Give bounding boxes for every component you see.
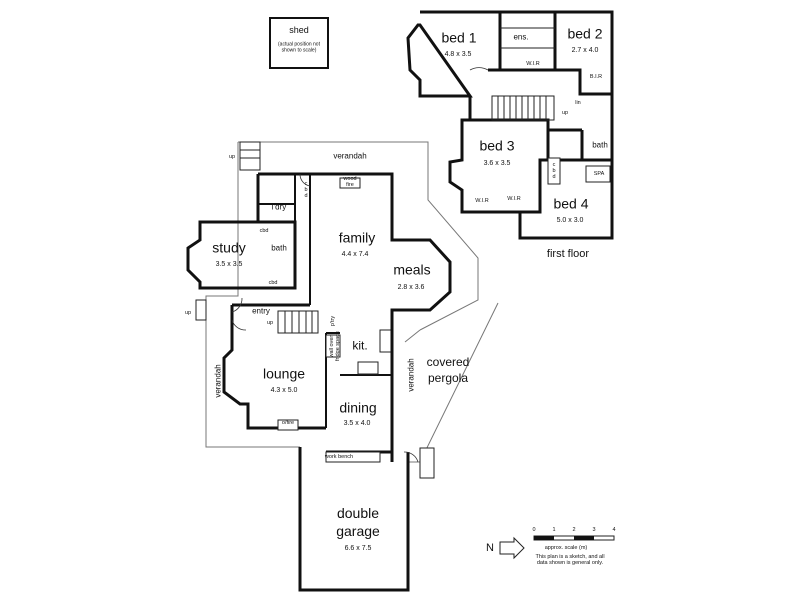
scale-bar bbox=[533, 535, 615, 541]
pantry-label: p'try bbox=[329, 315, 336, 327]
scale-caption: approx. scale (m) bbox=[544, 544, 588, 551]
dining-label: dining bbox=[339, 399, 377, 416]
bed3-size: 3.6 x 3.5 bbox=[483, 160, 511, 168]
scale-disclaimer: This plan is a sketch, and all data show… bbox=[535, 553, 605, 566]
bed1-label: bed 1 bbox=[441, 29, 477, 46]
shed-note: (actual position not shown to scale) bbox=[278, 41, 320, 53]
family-size: 4.4 x 7.4 bbox=[341, 251, 369, 259]
bed4-label: bed 4 bbox=[553, 195, 589, 212]
first-floor-label: first floor bbox=[546, 247, 590, 260]
lower-bath-label: bath bbox=[271, 243, 287, 253]
bir-label: B.I.R bbox=[589, 73, 603, 80]
ensuite-label: ens. bbox=[513, 32, 529, 42]
scale-tick-1: 1 bbox=[552, 526, 556, 533]
work-bench-label: work bench bbox=[324, 453, 354, 460]
pergola-label: covered pergola bbox=[426, 354, 470, 385]
bed3-label: bed 3 bbox=[479, 137, 515, 154]
first-floor-walls bbox=[406, 10, 614, 240]
meals-label: meals bbox=[393, 261, 431, 278]
shed-outline bbox=[269, 17, 329, 69]
ground-floor-walls bbox=[186, 172, 452, 592]
bed4-size: 5.0 x 3.0 bbox=[556, 217, 584, 225]
north-arrow-icon bbox=[499, 536, 525, 560]
cbd-lower-label: c b d bbox=[304, 180, 308, 200]
up-label-1: up bbox=[228, 153, 236, 160]
verandah-top-label: verandah bbox=[333, 151, 367, 161]
scale-tick-2: 2 bbox=[572, 526, 576, 533]
scale-tick-3: 3 bbox=[592, 526, 596, 533]
verandah-right-label: verandah bbox=[406, 358, 416, 392]
shed-label: shed bbox=[289, 25, 309, 36]
garage-size: 6.6 x 7.5 bbox=[344, 545, 372, 553]
lounge-label: lounge bbox=[262, 365, 306, 382]
wir1-label: W.I.R bbox=[526, 60, 540, 67]
study-size: 3.5 x 3.5 bbox=[215, 261, 243, 269]
kitchen-label: kit. bbox=[352, 338, 368, 353]
wir3-label: W.I.R bbox=[475, 197, 489, 204]
garage-label: double garage bbox=[336, 504, 380, 539]
spa-label: SPA bbox=[593, 170, 605, 177]
cbd-bath-label: cbd bbox=[259, 227, 269, 234]
cbd-upper-label: c b d bbox=[552, 161, 556, 181]
bed2-size: 2.7 x 4.0 bbox=[571, 47, 599, 55]
dining-size: 3.5 x 4.0 bbox=[343, 420, 371, 428]
fridge-space-label: fridge space bbox=[334, 331, 341, 361]
up-label-4: up bbox=[561, 109, 569, 116]
entry-label: entry bbox=[252, 306, 270, 316]
cbd-study-label: cbd bbox=[268, 279, 278, 286]
family-label: family bbox=[338, 229, 376, 246]
verandah-left-label: verandah bbox=[213, 364, 223, 398]
wood-fire-label: wood fire bbox=[343, 175, 357, 188]
steps bbox=[195, 141, 319, 334]
open-fire-label: o/fire bbox=[281, 419, 295, 426]
meals-size: 2.8 x 3.6 bbox=[397, 284, 425, 292]
wir4-label: W.I.R bbox=[507, 195, 521, 202]
laundry-label: l'dry bbox=[271, 202, 287, 212]
upper-bath-label: bath bbox=[592, 140, 608, 150]
bed2-label: bed 2 bbox=[567, 25, 603, 42]
up-label-2: up bbox=[184, 309, 192, 316]
scale-tick-4: 4 bbox=[612, 526, 616, 533]
up-label-3: up bbox=[266, 319, 274, 326]
lounge-size: 4.3 x 5.0 bbox=[270, 387, 298, 395]
study-label: study bbox=[212, 239, 246, 256]
scale-tick-0: 0 bbox=[532, 526, 536, 533]
door-swings bbox=[231, 67, 489, 463]
bed1-size: 4.8 x 3.5 bbox=[444, 51, 472, 59]
lin-label: lin bbox=[575, 99, 581, 106]
north-label: N bbox=[486, 541, 494, 554]
